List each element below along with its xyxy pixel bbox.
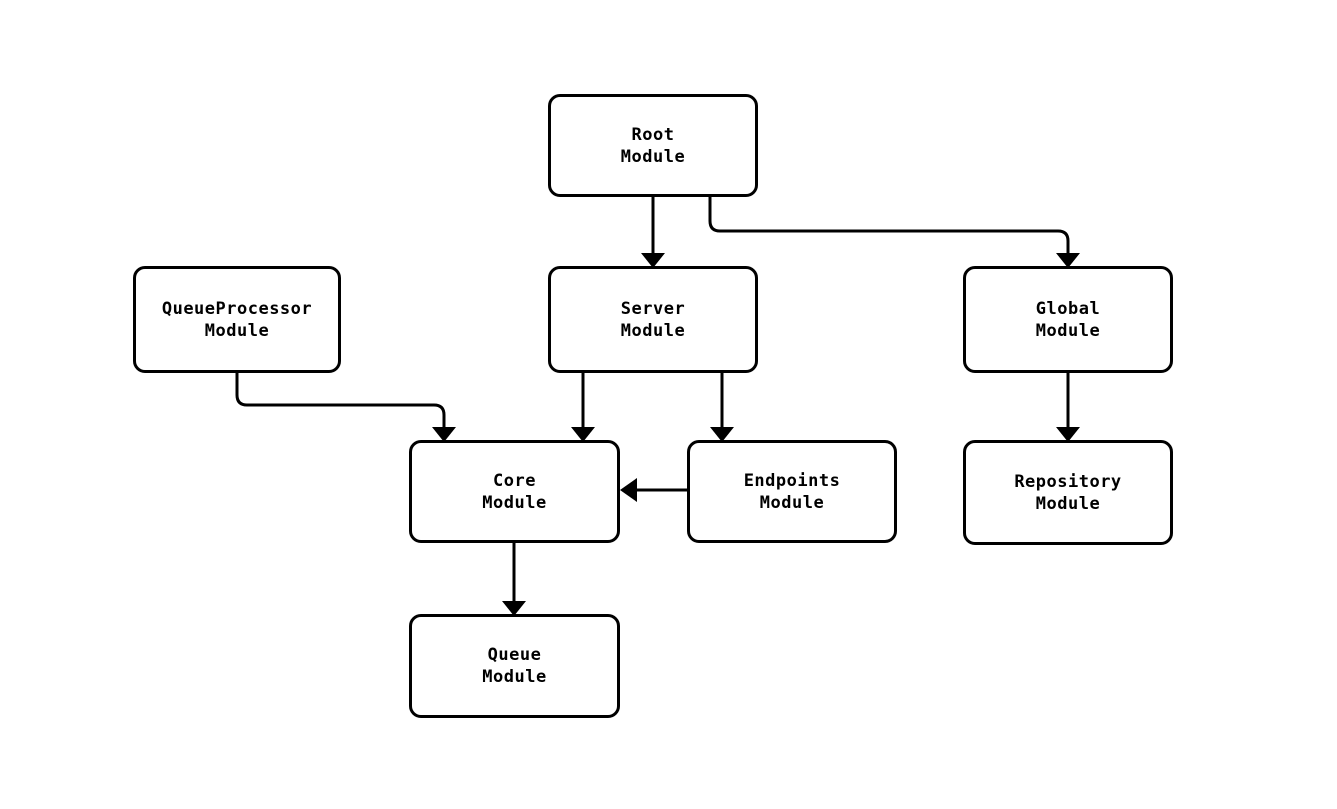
node-endpoints[interactable]: Endpoints Module: [687, 440, 897, 543]
node-endpoints-label-line1: Endpoints: [743, 470, 841, 491]
node-global-label-line1: Global: [1035, 298, 1101, 319]
arrowhead-core-to-queue: [502, 601, 526, 616]
node-repository-label-line2: Module: [1035, 493, 1101, 514]
node-endpoints-label-line2: Module: [759, 492, 825, 513]
node-queueprocessor[interactable]: QueueProcessor Module: [133, 266, 341, 373]
node-repository-label-line1: Repository: [1014, 471, 1122, 492]
node-root[interactable]: Root Module: [548, 94, 758, 197]
arrowhead-root-to-server: [641, 253, 665, 268]
node-server[interactable]: Server Module: [548, 266, 758, 373]
node-core-label-line2: Module: [482, 492, 547, 513]
node-global-label-line2: Module: [1035, 320, 1101, 341]
node-queue-label-line1: Queue: [487, 645, 542, 665]
edge-root-to-global: [708, 197, 1070, 256]
arrowhead-root-to-global: [1056, 253, 1080, 268]
node-server-label-line2: Module: [620, 320, 686, 341]
node-queueprocessor-label-line1: QueueProcessor: [161, 298, 313, 319]
edge-queueprocessor-to-core: [235, 373, 446, 430]
arrowhead-global-to-repository: [1056, 427, 1080, 442]
node-server-label-line1: Server: [620, 298, 686, 319]
node-root-label-line1: Root: [631, 124, 675, 145]
arrowhead-queueprocessor-to-core: [432, 427, 456, 442]
node-global[interactable]: Global Module: [963, 266, 1173, 373]
node-queue-label-line2: Module: [482, 667, 547, 687]
arrowhead-endpoints-to-core: [620, 478, 637, 502]
node-repository[interactable]: Repository Module: [963, 440, 1173, 545]
node-core[interactable]: Core Module: [409, 440, 620, 543]
arrowhead-server-to-endpoints: [710, 427, 734, 442]
node-core-label-line1: Core: [493, 470, 536, 491]
node-queue[interactable]: Queue Module: [409, 614, 620, 718]
node-root-label-line2: Module: [620, 146, 686, 167]
node-queueprocessor-label-line2: Module: [204, 320, 270, 341]
arrowhead-server-to-core: [571, 427, 595, 442]
